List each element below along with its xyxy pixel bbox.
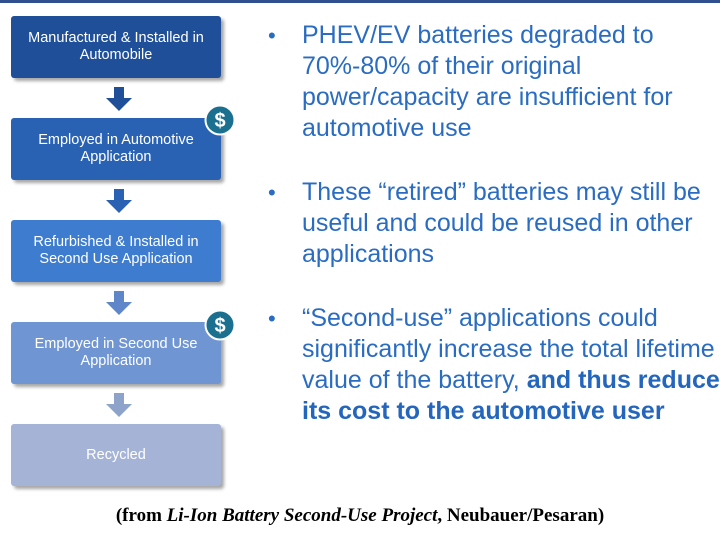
bullet-marker: • bbox=[268, 23, 276, 48]
bullet-text: PHEV/EV batteries degraded to 70%-80% of… bbox=[302, 21, 673, 142]
bullet-item: • PHEV/EV batteries degraded to 70%-80% … bbox=[262, 20, 720, 144]
down-arrow-icon bbox=[106, 393, 132, 417]
step-label: Refurbished & Installed in Second Use Ap… bbox=[33, 234, 199, 267]
bullet-marker: • bbox=[268, 180, 276, 205]
bullet-bold-text: and thus reduce its cost to the automoti… bbox=[302, 366, 720, 425]
step-label: Manufactured & Installed in Automobile bbox=[28, 30, 204, 63]
step-second-use: Employed in Second Use Application bbox=[11, 322, 221, 384]
caption-prefix: (from bbox=[115, 505, 167, 526]
step-automotive-use: Employed in Automotive Application bbox=[11, 118, 221, 180]
down-arrow-icon bbox=[106, 291, 132, 315]
bullet-text: These “retired” batteries may still be u… bbox=[302, 178, 701, 268]
lifecycle-flowchart: Manufactured & Installed in Automobile E… bbox=[0, 0, 240, 500]
down-arrow-icon bbox=[106, 87, 132, 111]
dollar-icon: $ bbox=[204, 104, 236, 136]
source-caption: (from Li-Ion Battery Second-Use Project,… bbox=[0, 505, 720, 527]
dollar-icon: $ bbox=[204, 309, 236, 341]
bullet-list: • PHEV/EV batteries degraded to 70%-80% … bbox=[262, 20, 720, 427]
caption-title: Li-Ion Battery Second-Use Project bbox=[166, 505, 438, 526]
caption-suffix: , Neubauer/Pesaran) bbox=[437, 505, 605, 526]
bullet-item: • These “retired” batteries may still be… bbox=[262, 177, 720, 270]
step-label: Employed in Automotive Application bbox=[38, 132, 194, 165]
step-recycled: Recycled bbox=[11, 424, 221, 486]
down-arrow-icon bbox=[106, 189, 132, 213]
svg-text:$: $ bbox=[214, 315, 225, 337]
top-rule bbox=[0, 0, 720, 3]
step-refurbished: Refurbished & Installed in Second Use Ap… bbox=[11, 220, 221, 282]
step-manufactured: Manufactured & Installed in Automobile bbox=[11, 16, 221, 78]
svg-text:$: $ bbox=[214, 110, 225, 132]
bullet-marker: • bbox=[268, 306, 276, 331]
bullet-item: • “Second-use” applications could signif… bbox=[262, 303, 720, 427]
step-label: Recycled bbox=[86, 446, 146, 463]
step-label: Employed in Second Use Application bbox=[34, 336, 198, 369]
bullet-text: “Second-use” applications could signific… bbox=[302, 304, 715, 394]
